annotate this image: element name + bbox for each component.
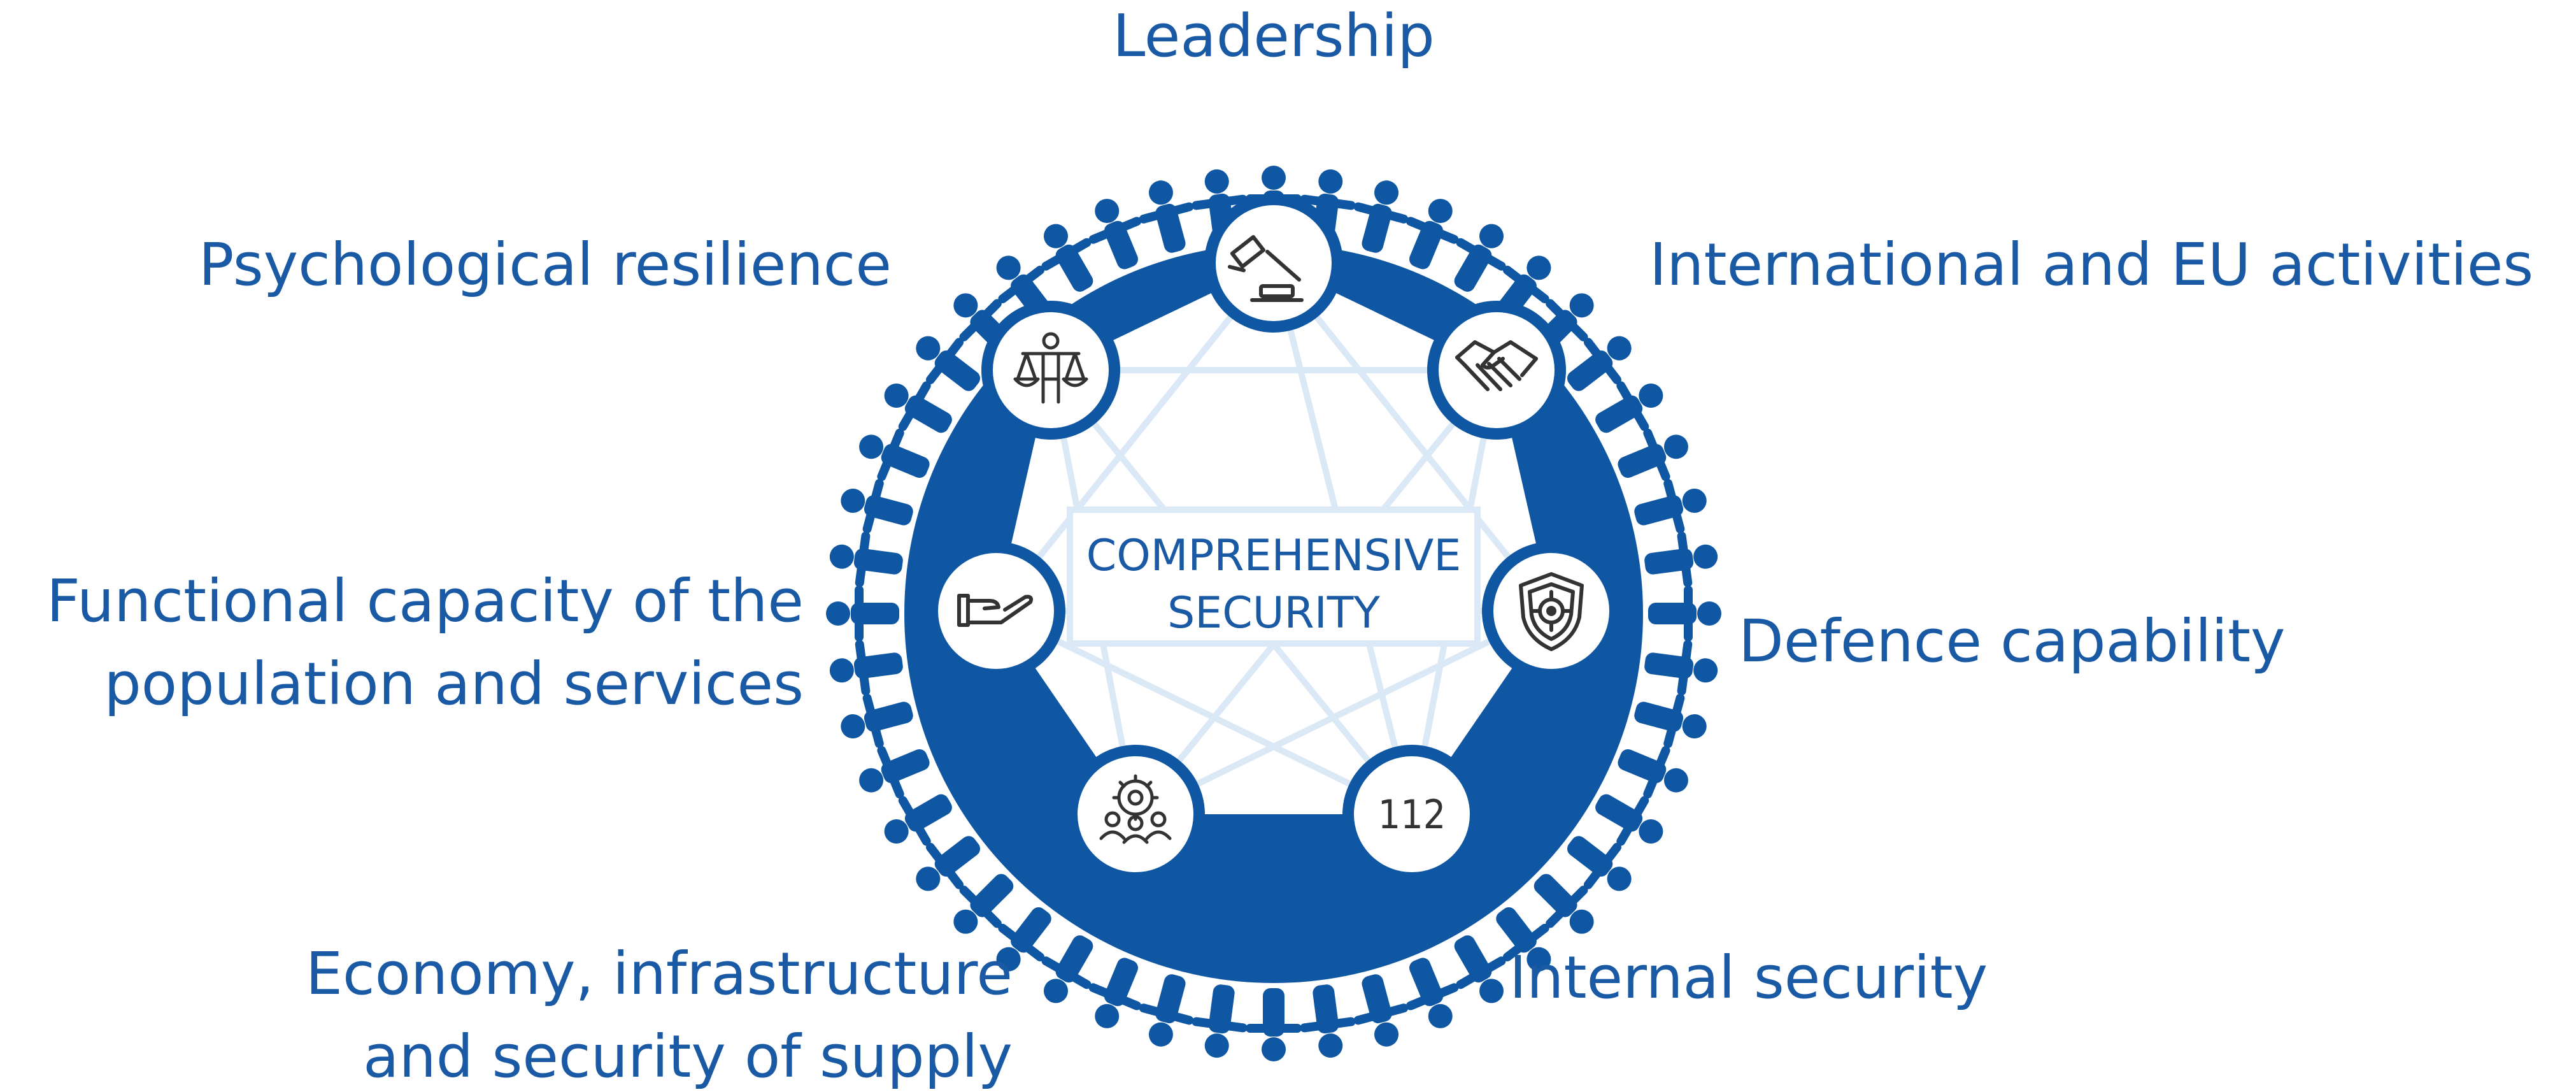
gavel-icon [1227,235,1304,302]
label-defence: Defence capability [1739,607,2286,675]
person-figure [1353,974,1409,1047]
person-figure [916,336,981,391]
person-figure [1041,935,1093,1003]
web-line [1271,261,1554,614]
shield-target-icon [1519,572,1584,651]
center-text-backdrop [1067,506,1481,647]
person-figure [859,745,930,799]
person-figure [1353,180,1409,253]
node-defence [1482,542,1621,680]
person-figure [859,428,930,482]
person-figure [829,531,903,587]
person-figure [1454,224,1506,292]
node-psychological [981,301,1120,440]
label-economy-line2: and security of supply [363,1023,1013,1091]
web-line [994,608,1414,817]
person-figure [1567,836,1632,891]
person-figure [841,693,913,749]
label-economy-line1: Economy, infrastructure [306,940,1013,1008]
person-figure [1405,958,1459,1028]
person-figure [1139,180,1194,253]
label-internal: Internal security [1509,944,1988,1012]
label-leadership: Leadership [1113,2,1435,70]
person-figure [1088,199,1142,269]
hand-help-icon [957,594,1033,627]
person-figure [1567,336,1632,391]
person-figure [829,640,903,696]
person-scales-icon [1013,332,1088,404]
emergency-112-icon: 112 [1378,791,1446,838]
person-figure [1618,428,1688,482]
person-figure [916,836,981,891]
gear-people-icon [1099,774,1172,844]
person-figure [1634,478,1707,534]
person-figure [841,478,913,534]
person-figure [1534,873,1594,934]
person-figure [996,907,1051,972]
label-psychological: Psychological resilience [199,231,892,299]
person-figure [1041,224,1093,292]
person-figure [953,873,1014,934]
node-economy [1066,745,1205,884]
web-line [1134,608,1553,817]
person-figure [1595,794,1663,846]
person-figure [1496,907,1551,972]
person-figure [1088,958,1142,1028]
person-figure [1595,381,1663,433]
person-figure [1300,984,1356,1058]
label-functional-line2: population and services [104,650,804,718]
center-title-line1: COMPREHENSIVE [1086,531,1462,581]
person-figure [1648,586,1721,642]
node-functional [927,542,1065,680]
handshake-icon [1455,340,1538,391]
person-figure [1644,640,1718,696]
person-figure [884,794,952,846]
node-internal: 112 [1342,745,1481,884]
person-figure [826,586,899,642]
person-figure [1634,693,1707,749]
person-figure [884,381,952,433]
node-leadership [1204,194,1343,333]
web-line [993,261,1276,614]
person-figure [1139,974,1194,1047]
label-functional-line1: Functional capacity of the [46,567,804,635]
person-figure [1192,984,1248,1058]
person-figure [1644,531,1718,587]
person-figure [1246,988,1302,1061]
label-international: International and EU activities [1649,231,2533,299]
inner-web-lines [993,261,1554,817]
person-figure [1405,199,1459,269]
node-international [1427,301,1566,440]
center-title-line2: SECURITY [1167,588,1380,638]
person-figure [1618,745,1688,799]
person-figure [1454,935,1506,1003]
